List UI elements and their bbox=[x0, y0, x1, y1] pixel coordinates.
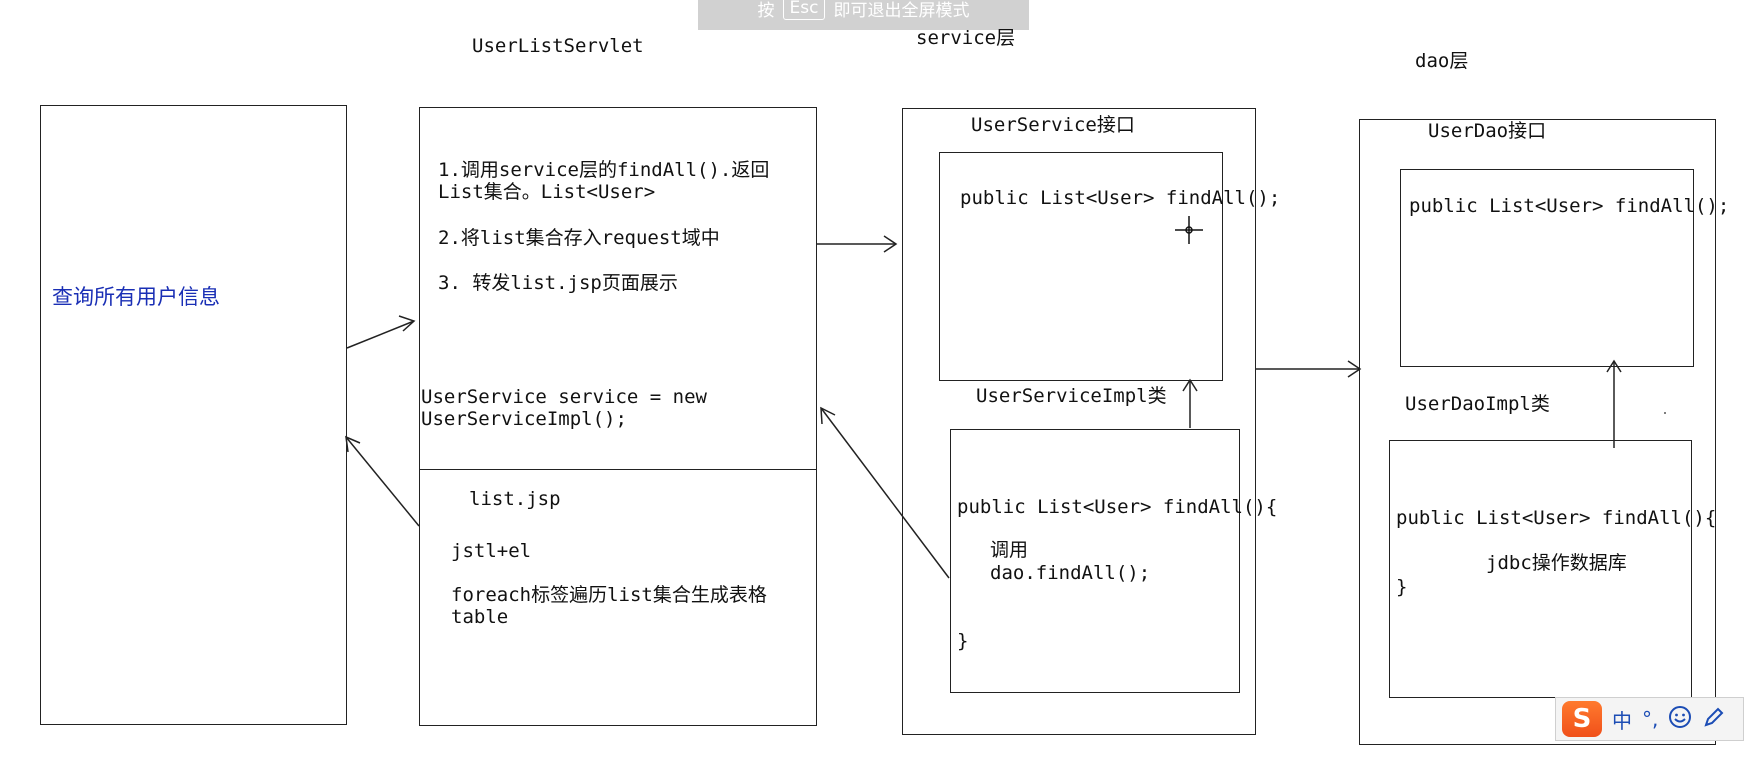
jsp-title: list.jsp bbox=[469, 488, 561, 510]
arrow-service-to-servlet bbox=[820, 406, 950, 579]
service-impl-box: public List<User> findAll(){ 调用 dao.find… bbox=[950, 429, 1277, 693]
service-impl-method: public List<User> findAll(){ bbox=[957, 496, 1278, 518]
ime-language-toggle[interactable]: 中 bbox=[1612, 708, 1632, 733]
arrow-jsp-to-browser bbox=[345, 435, 420, 527]
sogou-logo-icon[interactable]: S bbox=[1562, 701, 1602, 737]
servlet-jsp-column: 1.调用service层的findAll().返回List集合。List<Use… bbox=[419, 107, 817, 726]
dao-interface-method: public List<User> findAll(); bbox=[1409, 195, 1730, 217]
ime-punctuation-toggle[interactable]: °, bbox=[1642, 707, 1659, 731]
dao-layer-box: UserDao接口 public List<User> findAll(); U… bbox=[1359, 119, 1729, 745]
servlet-step-3: 3. 转发list.jsp页面展示 bbox=[438, 272, 678, 294]
jsp-tech: jstl+el bbox=[451, 540, 532, 562]
service-interface-box: public List<User> findAll(); bbox=[939, 152, 1280, 381]
servlet-step-2: 2.将list集合存入request域中 bbox=[438, 227, 720, 249]
service-impl-close-brace: } bbox=[957, 630, 969, 652]
dao-layer-header: dao层 bbox=[1415, 50, 1469, 72]
servlet-service-code: UserService service = new UserServiceImp… bbox=[421, 386, 707, 430]
fullscreen-exit-hint: 按 Esc 即可退出全屏模式 bbox=[698, 0, 1029, 30]
service-layer-box: UserService接口 public List<User> findAll(… bbox=[902, 108, 1280, 735]
arrow-browser-to-servlet bbox=[346, 315, 416, 349]
crosshair-cursor-icon bbox=[1175, 216, 1203, 244]
hint-text-after: 即可退出全屏模式 bbox=[833, 0, 970, 21]
jsp-description: foreach标签遍历list集合生成表格table bbox=[451, 584, 767, 628]
service-impl-title: UserServiceImpl类 bbox=[976, 385, 1167, 407]
dao-impl-box: public List<User> findAll(){ jdbc操作数据库 } bbox=[1389, 440, 1716, 698]
arrow-service-to-dao bbox=[1256, 360, 1362, 378]
browser-box: 查询所有用户信息 bbox=[40, 105, 347, 725]
servlet-header: UserListServlet bbox=[472, 35, 644, 57]
dao-impl-method: public List<User> findAll(){ bbox=[1396, 507, 1717, 529]
dao-interface-title: UserDao接口 bbox=[1428, 120, 1547, 142]
servlet-step-1: 1.调用service层的findAll().返回List集合。List<Use… bbox=[438, 159, 770, 203]
arrow-servlet-to-service bbox=[817, 235, 898, 253]
dao-impl-close-brace: } bbox=[1396, 576, 1408, 598]
service-layer-header: service层 bbox=[916, 27, 1016, 49]
service-interface-method: public List<User> findAll(); bbox=[960, 187, 1281, 209]
servlet-jsp-divider bbox=[420, 469, 816, 470]
esc-key-badge: Esc bbox=[782, 0, 826, 20]
hint-text-before: 按 bbox=[757, 0, 775, 21]
arrow-service-impl-to-interface bbox=[1182, 378, 1198, 428]
dao-impl-title: UserDaoImpl类 bbox=[1405, 393, 1550, 415]
service-impl-call-label: 调用 bbox=[990, 539, 1029, 561]
service-interface-title: UserService接口 bbox=[971, 114, 1135, 136]
dao-impl-body: jdbc操作数据库 bbox=[1486, 552, 1627, 574]
arrow-dao-impl-to-interface bbox=[1606, 359, 1622, 448]
smiley-icon[interactable] bbox=[1668, 705, 1692, 734]
dao-interface-box: public List<User> findAll(); bbox=[1400, 169, 1729, 367]
stray-dot bbox=[1664, 412, 1666, 414]
pen-icon[interactable] bbox=[1702, 705, 1724, 734]
ime-toolbar[interactable]: S 中 °, bbox=[1555, 697, 1744, 741]
browser-box-label: 查询所有用户信息 bbox=[52, 285, 220, 309]
